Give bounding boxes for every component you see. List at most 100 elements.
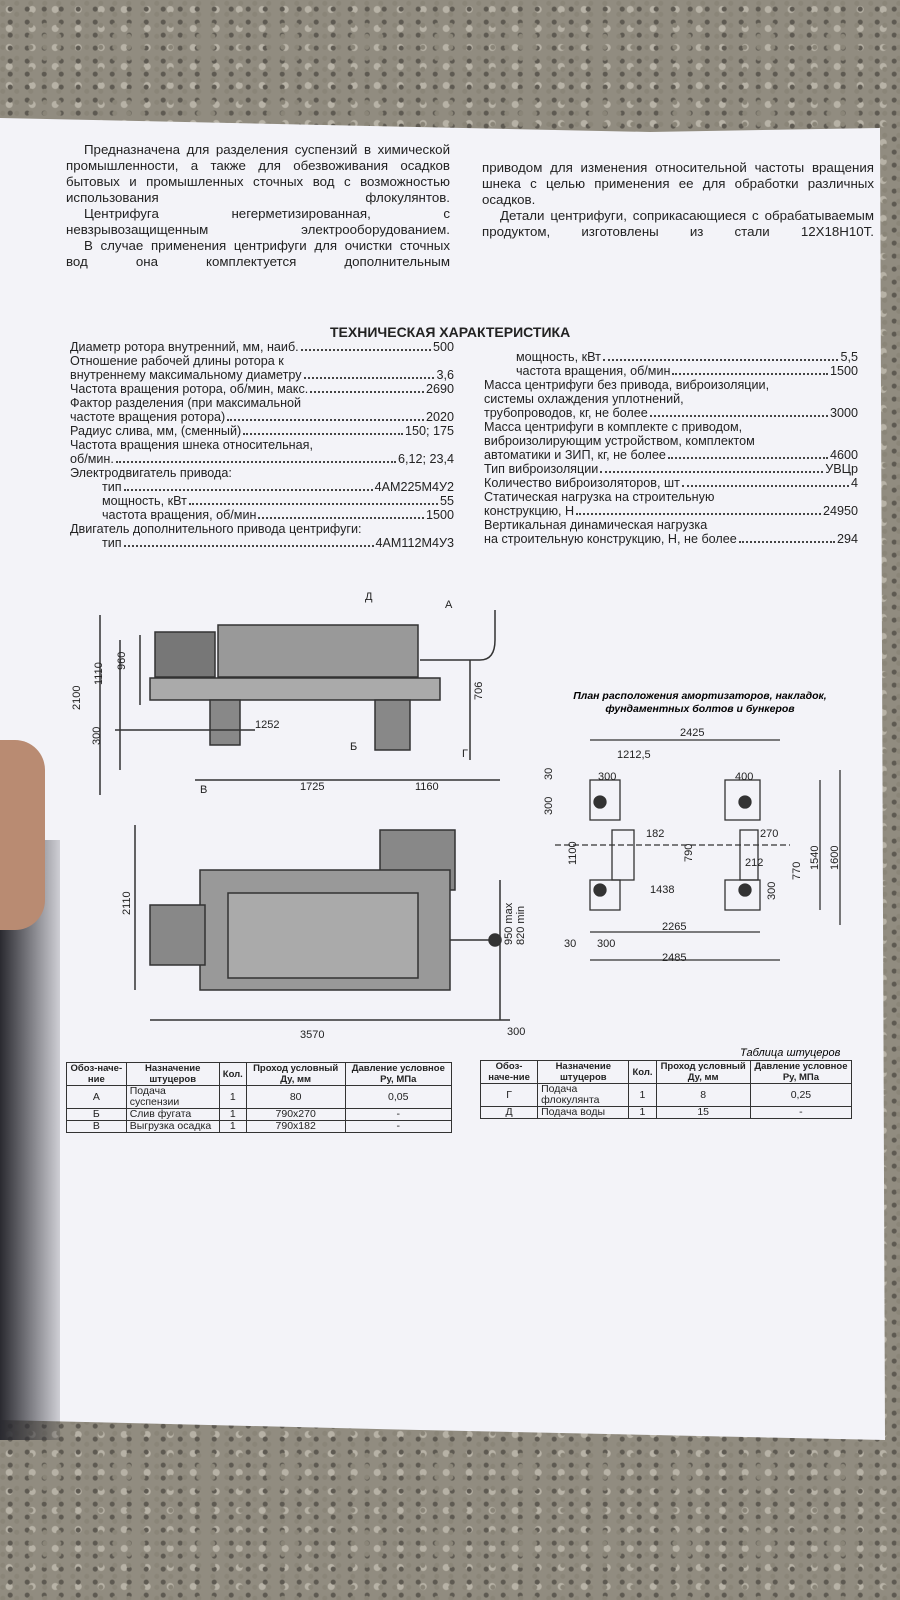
column-header: Обоз-наче-ние <box>66 1062 127 1086</box>
dim-label: 300 <box>507 1026 525 1038</box>
column-header: Кол. <box>628 1060 657 1084</box>
dot-leader <box>188 503 438 505</box>
dim-label: 3570 <box>300 1029 324 1041</box>
hand-holding-paper <box>0 740 45 930</box>
table-cell: 1 <box>218 1120 247 1133</box>
table-cell: 1 <box>218 1085 247 1109</box>
spec-value: 4АМ225М4У2 <box>374 480 454 494</box>
table-cell: Подача суспензии <box>125 1085 220 1109</box>
dot-leader <box>115 461 396 463</box>
spec-row: частоте вращения ротора)2020 <box>70 410 454 424</box>
spec-value: 4600 <box>829 448 858 462</box>
dot-leader <box>258 517 424 519</box>
column-header: Назначение штуцеров <box>125 1062 220 1086</box>
dim-label: 790 <box>683 844 695 862</box>
spec-value: 1500 <box>829 364 858 378</box>
dot-leader <box>576 513 821 515</box>
dim-label: 2110 <box>121 891 133 915</box>
shadow <box>0 840 60 1440</box>
intro-paragraph: В случае применения центрифуги для очист… <box>66 238 450 269</box>
dim-label: 706 <box>473 682 485 700</box>
spec-label: Частота вращения ротора, об/мин, макс. <box>70 382 309 396</box>
table-cell: 790x182 <box>245 1120 346 1133</box>
spec-value: 294 <box>836 532 858 546</box>
spec-label: тип <box>102 536 122 550</box>
spec-value: 1500 <box>425 508 454 522</box>
spec-value: 24950 <box>822 504 858 518</box>
dim-label: 1212,5 <box>617 749 651 761</box>
table-cell: 1 <box>628 1106 657 1119</box>
table-cell: - <box>749 1106 853 1119</box>
table-cell: Б <box>66 1108 127 1121</box>
spec-value: 5,5 <box>840 350 858 364</box>
spec-value: 2690 <box>425 382 454 396</box>
dim-label: 950 max <box>503 902 515 945</box>
spec-value: 500 <box>432 340 454 354</box>
section-title: ТЕХНИЧЕСКАЯ ХАРАКТЕРИСТИКА <box>330 324 571 340</box>
dim-label: А <box>445 599 453 611</box>
dim-label: 1252 <box>255 719 279 731</box>
spec-row: Частота вращения ротора, об/мин, макс. 26… <box>70 382 454 396</box>
table-cell: - <box>344 1120 453 1133</box>
table-cell: Слив фугата <box>125 1108 220 1121</box>
spec-label: трубопроводов, кг, не более <box>484 406 648 420</box>
spec-label: конструкцию, Н <box>484 504 575 518</box>
spec-value: 3000 <box>829 406 858 420</box>
spec-label: внутреннему максимальному диаметру <box>70 368 302 382</box>
dot-leader <box>649 415 828 417</box>
side-view-drawing <box>99 610 500 795</box>
table-cell: Г <box>479 1083 539 1107</box>
dim-label: Д <box>365 591 373 603</box>
dim-label: 2425 <box>680 727 704 739</box>
dot-leader <box>227 419 424 421</box>
spec-label: частоте вращения ротора) <box>70 410 226 424</box>
plan-caption: План расположения амортизаторов, накладо… <box>573 690 827 715</box>
dim-label: 2100 <box>71 686 83 710</box>
dim-label: 1438 <box>650 884 674 896</box>
dim-label: 1110 <box>93 662 105 685</box>
dim-label: 182 <box>646 828 664 840</box>
spec-label: Масса центрифуги без привода, виброизоля… <box>484 378 770 392</box>
side-view-labels: Д А Б Г В 2100 1110 960 300 1252 706 172… <box>71 591 485 796</box>
dim-label: 1600 <box>829 846 841 870</box>
dim-label: Б <box>350 741 357 753</box>
dim-label: 300 <box>543 797 555 815</box>
dot-leader <box>681 485 849 487</box>
column-header: Обоз-наче-ние <box>479 1060 539 1084</box>
dim-label: 30 <box>564 938 576 950</box>
table-cell: 0,05 <box>344 1085 453 1109</box>
dot-leader <box>672 373 828 375</box>
spec-label: автоматики и ЗИП, кг, не более <box>484 448 666 462</box>
spec-label: Количество виброизоляторов, шт <box>484 476 680 490</box>
dim-label: 770 <box>791 862 803 880</box>
spec-value: 6,12; 23,4 <box>397 452 454 466</box>
table-caption: Таблица штуцеров <box>740 1047 841 1059</box>
spec-heading: Электродвигатель привода: <box>70 466 232 480</box>
spec-value: 55 <box>439 494 454 508</box>
dot-leader <box>310 391 424 393</box>
column-header: Назначение штуцеров <box>537 1060 630 1084</box>
dot-leader <box>738 541 835 543</box>
spec-label: об/мин. <box>70 452 114 466</box>
intro-paragraph: Центрифуга негерметизированная, с невзры… <box>66 206 450 237</box>
column-header: Давление условное Ру, МПа <box>749 1060 853 1084</box>
top-view-drawing <box>134 825 510 1021</box>
spec-label: Частота вращения шнека относительная, <box>70 438 313 452</box>
spec-row: автоматики и ЗИП, кг, не более 4600 <box>484 448 858 462</box>
spec-row: об/мин. 6,12; 23,4 <box>70 452 454 466</box>
dim-label: 1100 <box>567 841 579 865</box>
column-header: Кол. <box>218 1062 247 1086</box>
spec-label: Отношение рабочей длины ротора к <box>70 354 284 368</box>
dim-label: 1540 <box>809 846 821 870</box>
spec-label: Фактор разделения (при максимальной <box>70 396 302 410</box>
dim-label: 212 <box>745 857 763 869</box>
